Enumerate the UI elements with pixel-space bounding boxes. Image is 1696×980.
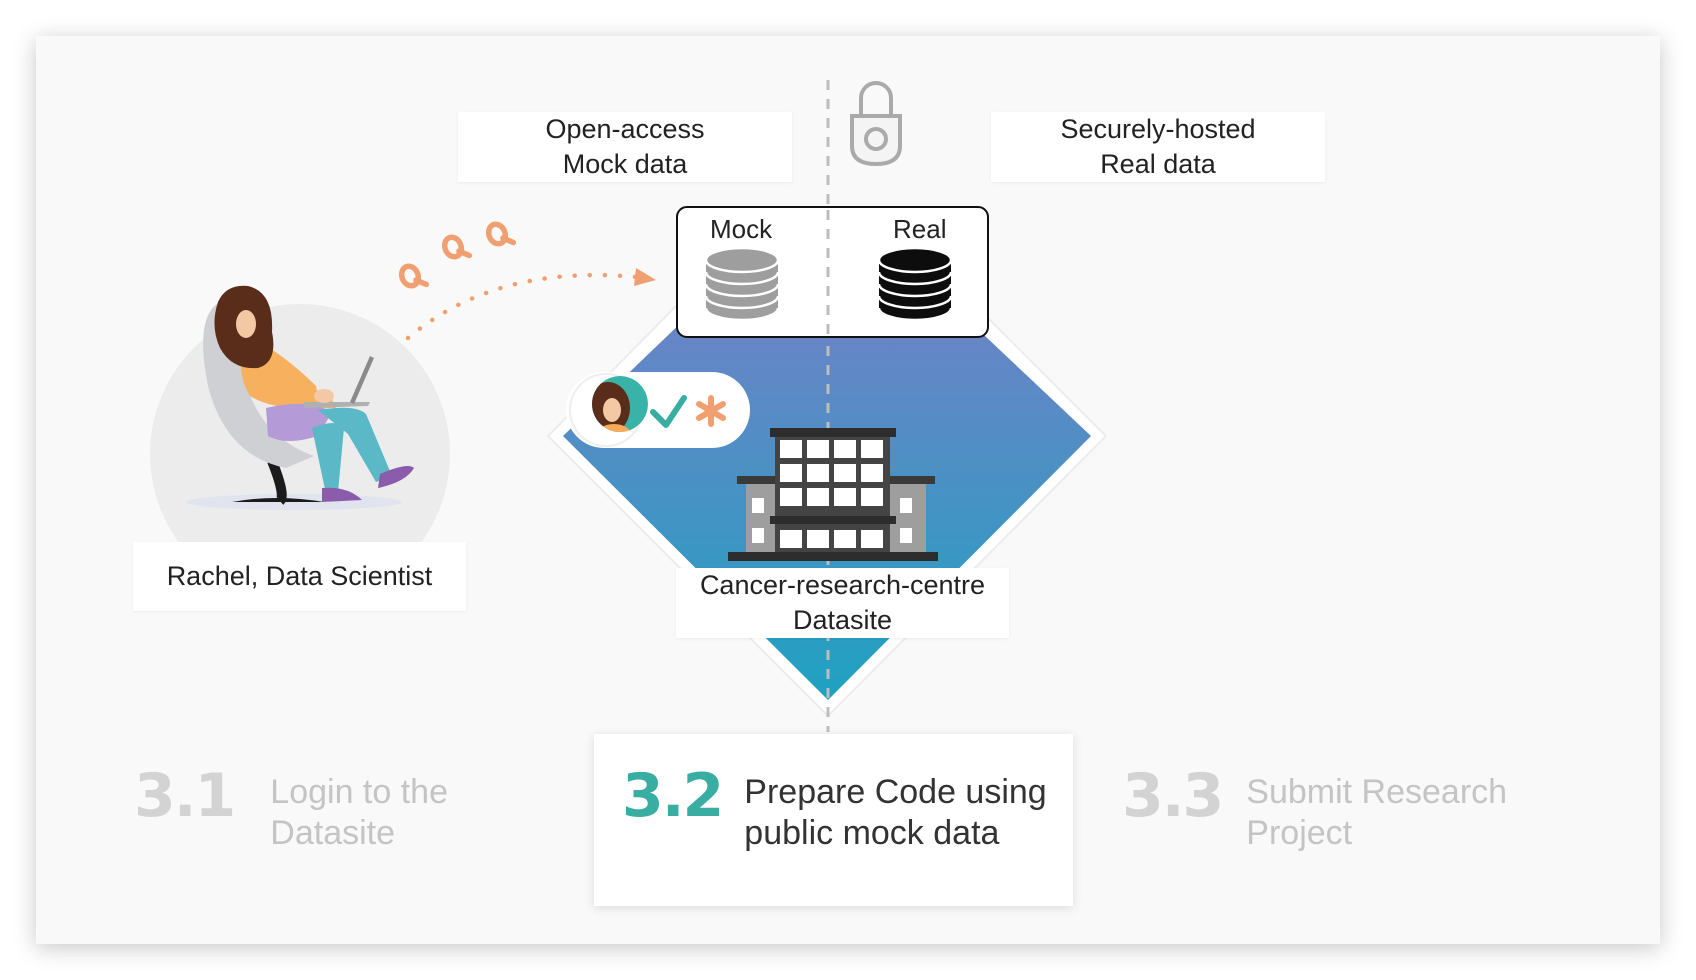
step-3-2: 3.2 Prepare Code using public mock data	[594, 734, 1073, 906]
open-access-line-2: Mock data	[562, 149, 688, 179]
secure-hosted-line-2: Real data	[1100, 149, 1216, 179]
step-3-1-number: 3.1	[134, 761, 236, 831]
asterisk-icon	[696, 395, 726, 427]
step-3-2-number: 3.2	[622, 761, 724, 831]
real-database-icon	[877, 246, 953, 322]
mock-db-label: Mock	[710, 214, 773, 244]
query-icon-3	[485, 221, 517, 247]
step-3-3-line-2: Project	[1246, 813, 1353, 852]
step-3-3-line-1: Submit Research	[1246, 773, 1508, 811]
access-badge	[566, 372, 750, 448]
open-access-label: Open-access Mock data	[458, 112, 792, 182]
mock-database-icon	[704, 246, 780, 322]
step-3-2-line-1: Prepare Code using	[744, 773, 1047, 811]
step-3-3: 3.3 Submit Research Project	[1092, 734, 1568, 906]
real-db-label: Real	[893, 214, 947, 244]
secure-hosted-label: Securely-hosted Real data	[991, 112, 1325, 182]
scientist-illustration	[150, 285, 450, 604]
lock-icon	[850, 81, 902, 167]
diagram-card: Open-access Mock data Securely-hosted Re…	[36, 36, 1660, 944]
secure-hosted-line-1: Securely-hosted	[1060, 114, 1256, 145]
scientist-name: Rachel, Data Scientist	[166, 561, 433, 592]
datasite-line-1: Cancer-research-centre	[699, 570, 986, 601]
step-3-1-text: Login to the Datasite	[270, 773, 448, 852]
scientist-label: Rachel, Data Scientist	[133, 542, 466, 611]
step-3-2-line-2: public mock data	[744, 813, 1000, 852]
open-access-line-1: Open-access	[545, 114, 705, 145]
step-3-1: 3.1 Login to the Datasite	[102, 734, 578, 906]
query-icon-1	[398, 263, 430, 289]
datasite-line-2: Datasite	[792, 605, 893, 635]
query-icons	[398, 221, 517, 289]
step-3-3-number: 3.3	[1122, 761, 1224, 831]
check-icon	[650, 395, 687, 428]
query-arrow	[405, 268, 656, 341]
diagram-graphics	[150, 80, 1108, 732]
query-icon-2	[441, 234, 473, 260]
datasite-label: Cancer-research-centre Datasite	[676, 568, 1009, 638]
building-icon	[728, 428, 938, 561]
